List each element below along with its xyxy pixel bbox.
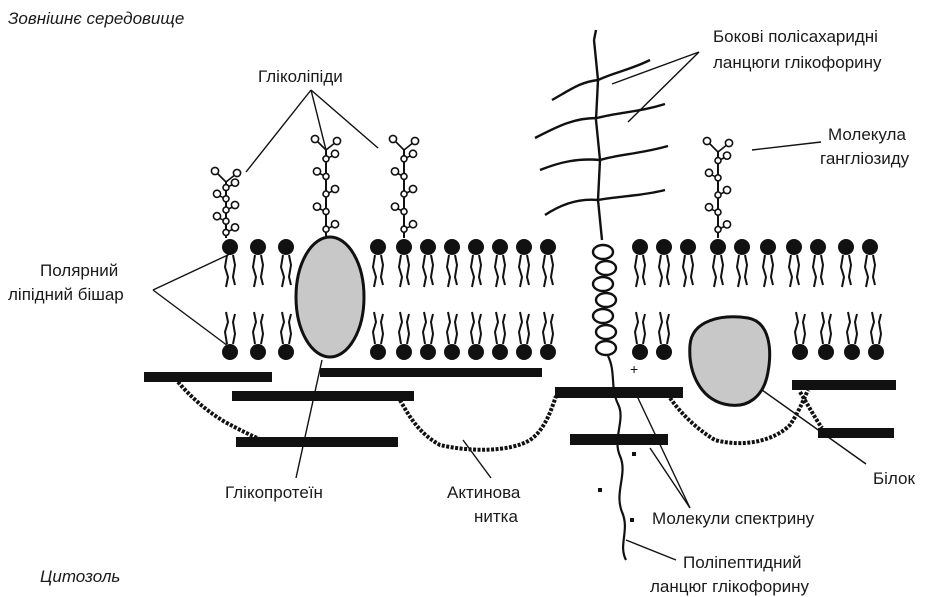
glycoprotein-body bbox=[296, 237, 364, 357]
lipid-molecule bbox=[370, 239, 386, 287]
lipid-molecule bbox=[792, 312, 808, 360]
lipid-molecule bbox=[278, 312, 294, 360]
polypeptide-label-line2: ланцюг глікофорину bbox=[650, 577, 810, 596]
glycophorin-polypeptide-tail bbox=[608, 356, 626, 560]
spectrin-bar bbox=[320, 368, 542, 377]
lipid-molecule bbox=[540, 312, 556, 360]
lipid-molecule bbox=[838, 239, 854, 287]
lipid-molecule bbox=[396, 312, 412, 360]
lipid-molecule bbox=[222, 312, 238, 360]
spectrin-bar bbox=[792, 380, 896, 390]
charge-mark-2 bbox=[598, 488, 602, 492]
lipid-molecule bbox=[868, 312, 884, 360]
actin-filament bbox=[178, 382, 262, 440]
plus-sign: + bbox=[630, 361, 638, 377]
ganglioside-sugar-chain bbox=[703, 137, 732, 238]
spectrin-bar bbox=[570, 434, 668, 445]
lipid-molecule bbox=[370, 312, 386, 360]
glycophorin-side-chains bbox=[535, 30, 668, 240]
lipid-molecule bbox=[444, 312, 460, 360]
lipid-molecule bbox=[680, 239, 696, 287]
lipid-molecule bbox=[656, 312, 672, 360]
spectrin-bar bbox=[232, 391, 414, 401]
lipid-molecule bbox=[222, 239, 238, 287]
side-chains-label-line2: ланцюги глікофорину bbox=[713, 53, 882, 72]
charge-mark-3 bbox=[630, 518, 634, 522]
lipid-molecule bbox=[492, 239, 508, 287]
glycolipid-sugar-tree bbox=[211, 167, 240, 238]
lipid-molecule bbox=[862, 239, 878, 287]
lipid-molecule bbox=[760, 239, 776, 287]
bilayer-label-line2: ліпідний бішар bbox=[8, 285, 124, 304]
actin-label-line2: нитка bbox=[474, 507, 518, 526]
lipid-molecule bbox=[420, 312, 436, 360]
lipid-molecule bbox=[656, 239, 672, 287]
cytosol-label: Цитозоль bbox=[40, 567, 120, 586]
lipid-molecule bbox=[734, 239, 750, 287]
actin-filament bbox=[800, 392, 822, 428]
actin-filament bbox=[400, 396, 556, 450]
lipid-molecule bbox=[250, 239, 266, 287]
spectrin-label: Молекули спектрину bbox=[652, 509, 815, 528]
spectrin-bar bbox=[818, 428, 894, 438]
protein-body bbox=[690, 317, 770, 406]
bilayer-label-line1: Полярний bbox=[40, 261, 118, 280]
lipid-molecule bbox=[844, 312, 860, 360]
ganglioside-sugar-tree bbox=[703, 137, 732, 238]
lipid-molecule bbox=[444, 239, 460, 287]
outside-label: Зовнішнє середовище bbox=[8, 9, 184, 28]
actin-label-line1: Актинова bbox=[447, 483, 521, 502]
cytoskeleton bbox=[144, 368, 896, 447]
lipid-molecule bbox=[420, 239, 436, 287]
spectrin-bar bbox=[144, 372, 272, 382]
lipid-molecule bbox=[818, 312, 834, 360]
lipid-molecule bbox=[250, 312, 266, 360]
lipid-molecule bbox=[540, 239, 556, 287]
polypeptide-label-line1: Поліпептидний bbox=[683, 553, 801, 572]
glycolipid-sugar-chains bbox=[211, 135, 418, 238]
lipid-molecule bbox=[632, 239, 648, 287]
lipid-molecule bbox=[786, 239, 802, 287]
lipid-molecule bbox=[710, 239, 726, 287]
ganglioside-label-line2: гангліозиду bbox=[820, 149, 910, 168]
lipid-molecule bbox=[396, 239, 412, 287]
lipid-molecule bbox=[632, 312, 648, 360]
glycolipids-label: Гліколіпіди bbox=[258, 67, 343, 86]
glycolipid-sugar-tree bbox=[389, 135, 418, 238]
lipid-molecule bbox=[468, 239, 484, 287]
protein-label: Білок bbox=[873, 469, 915, 488]
spectrin-bar bbox=[555, 387, 683, 398]
lipid-molecule bbox=[468, 312, 484, 360]
lipid-molecule bbox=[278, 239, 294, 287]
glycoprotein-label: Глікопротеїн bbox=[225, 483, 323, 502]
charge-mark-1 bbox=[632, 452, 636, 456]
glycolipid-sugar-tree bbox=[311, 135, 340, 238]
lipid-molecule bbox=[516, 312, 532, 360]
lipid-molecule bbox=[492, 312, 508, 360]
lipid-molecule bbox=[516, 239, 532, 287]
ganglioside-label-line1: Молекула bbox=[828, 125, 906, 144]
lipid-molecule bbox=[810, 239, 826, 287]
glycophorin-helix bbox=[593, 245, 616, 355]
side-chains-label-line1: Бокові полісахаридні bbox=[713, 27, 878, 46]
